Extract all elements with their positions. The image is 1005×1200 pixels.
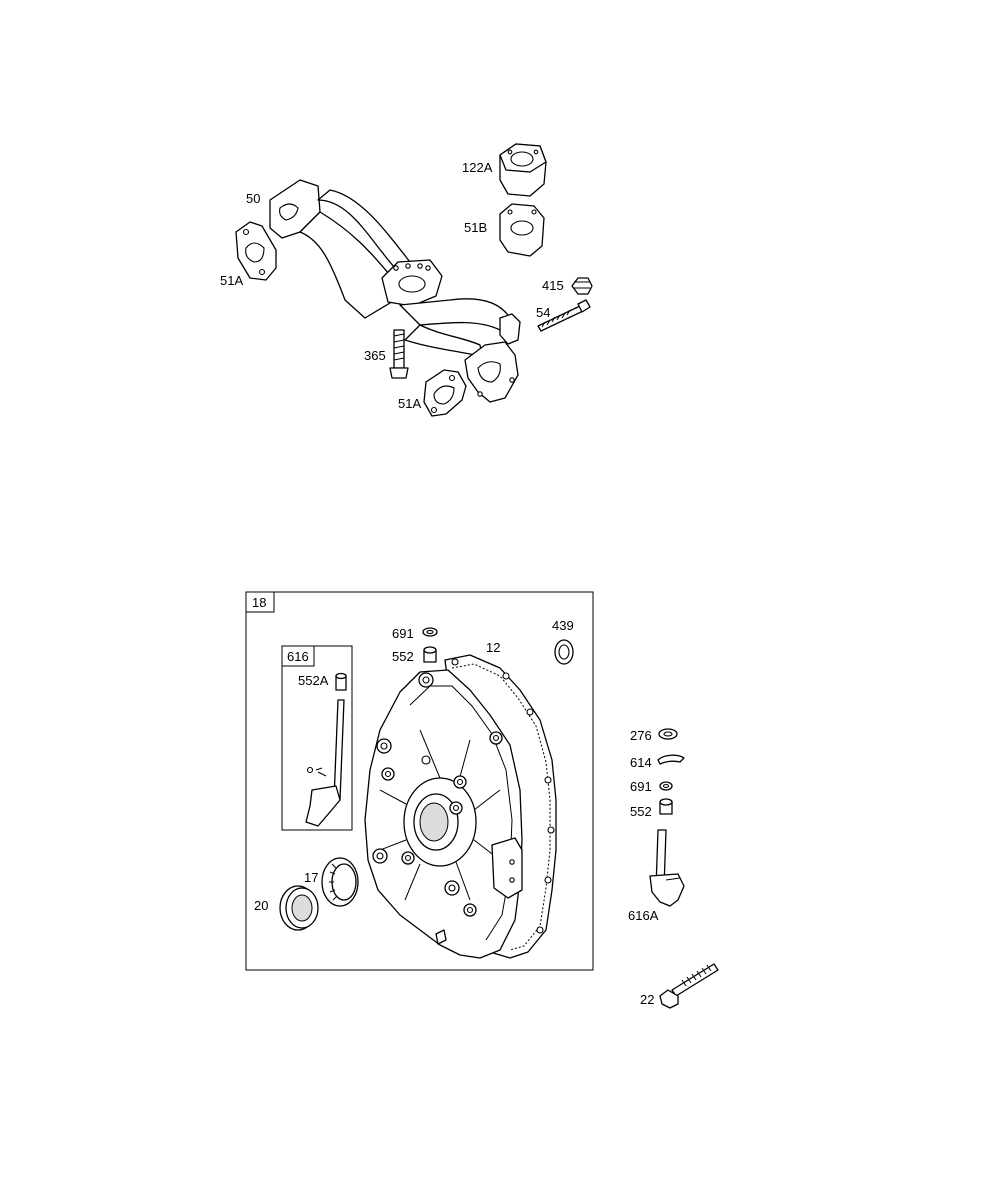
label-51a-bottom: 51A [398,396,421,411]
label-17: 17 [304,870,318,885]
label-365: 365 [364,348,386,363]
label-276: 276 [630,728,652,743]
bushing-552-top [423,646,437,663]
label-552-right: 552 [630,804,652,819]
kit-18-tag [245,591,275,613]
label-691-top: 691 [392,626,414,641]
label-552-top: 552 [392,649,414,664]
seal-17 [321,857,359,907]
label-22: 22 [640,992,654,1007]
label-51b: 51B [464,220,487,235]
stud-54 [537,299,591,332]
label-12: 12 [486,640,500,655]
label-616: 616 [287,649,309,664]
shaft-616a [649,829,685,907]
label-18: 18 [252,595,266,610]
crankcase-cover [364,669,523,959]
label-50: 50 [246,191,260,206]
label-122a: 122A [462,160,493,175]
kit-616-box [281,645,353,831]
pin-614 [657,754,685,765]
spacer-122a [499,143,547,197]
intake-manifold-50 [269,179,521,403]
bushing-552-right [659,798,673,815]
washer-691-top [422,627,438,637]
label-691-right: 691 [630,779,652,794]
bolt-22 [659,963,719,1009]
kit-616-tag [281,645,315,667]
label-20: 20 [254,898,268,913]
gasket-51a-bottom [423,369,467,417]
label-439: 439 [552,618,574,633]
gasket-51a-top [235,221,277,281]
label-552a: 552A [298,673,329,688]
label-415: 415 [542,278,564,293]
kit-18-box [245,591,594,971]
label-54: 54 [536,305,550,320]
label-614: 614 [630,755,652,770]
nut-415 [571,277,593,295]
washer-439 [554,639,574,665]
label-51a-top: 51A [220,273,243,288]
screw-365 [389,329,409,379]
bearing-20 [279,885,319,931]
governor-shaft-616 [305,672,347,827]
washer-276 [658,728,678,740]
gasket-51b [499,203,545,257]
label-616a: 616A [628,908,659,923]
washer-691-right [659,781,673,791]
